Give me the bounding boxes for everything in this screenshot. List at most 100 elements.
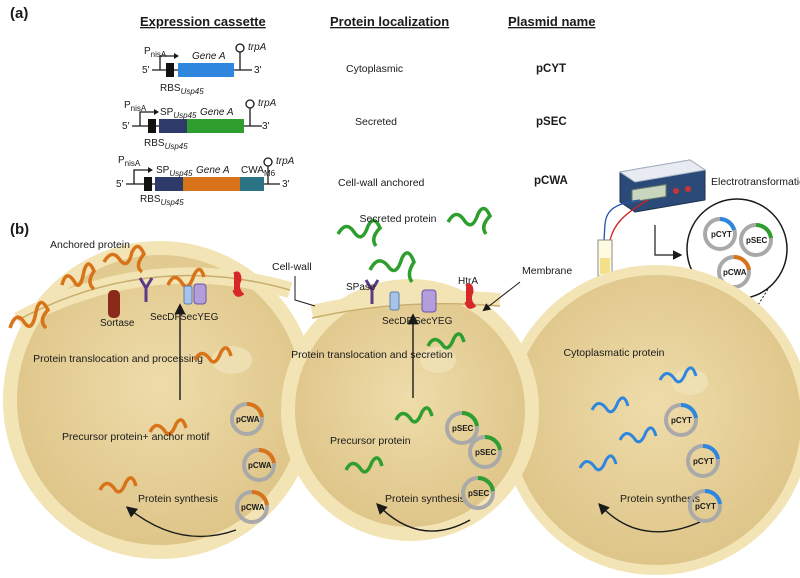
secreted-protein-squiggle xyxy=(368,251,416,284)
plasmid-name-pcyt: pCYT xyxy=(536,63,566,75)
plasmid-name-psec: pSEC xyxy=(536,116,567,128)
htra-icon xyxy=(232,271,245,297)
secyeg-icon xyxy=(193,283,207,305)
header-plasmid-name: Plasmid name xyxy=(508,14,595,29)
secyeg-label: SecYEG xyxy=(180,312,219,323)
five-prime-label: 5' xyxy=(142,65,150,76)
gene-a-green xyxy=(187,119,244,133)
electrode-wire xyxy=(603,199,641,241)
htra-icon xyxy=(464,283,477,309)
protein-squiggle xyxy=(344,456,384,474)
header-protein-localization: Protein localization xyxy=(330,14,449,29)
membrane-label: Membrane xyxy=(522,265,572,277)
terminator-icon xyxy=(263,157,273,167)
cell-wall-band-secreted xyxy=(310,290,501,319)
plasmid-pcyt-inset: pCYT xyxy=(703,217,737,251)
translocation-secretion-label: Protein translocation and secretion xyxy=(291,349,453,361)
membrane-line-anchored xyxy=(17,274,291,321)
electrode-wire xyxy=(609,199,649,241)
sp-label: SPUsp45 xyxy=(160,107,197,120)
rbs-block xyxy=(144,177,152,191)
membrane-line-secreted xyxy=(311,302,501,319)
synthesis-arrow xyxy=(376,502,471,532)
secreted-protein-label: Secreted protein xyxy=(359,213,436,225)
secyeg-icon xyxy=(183,285,193,305)
anchored-protein-squiggle xyxy=(60,262,96,291)
gene-a-orange xyxy=(183,177,240,191)
membrane-pointer xyxy=(482,281,521,312)
secdf-icon xyxy=(138,277,154,302)
cassette-cytoplasmic: PnisA 5' Gene A trpA 3' RBSUsp45 xyxy=(142,42,267,96)
five-prime-label: 5' xyxy=(122,121,130,132)
promoter-arrow xyxy=(133,169,150,184)
svg-text:pCWA: pCWA xyxy=(241,503,265,512)
secyeg-label-2: SecYEG xyxy=(414,316,453,327)
precursor-protein-label: Precursor protein xyxy=(330,435,411,447)
cytoplasmic-protein-squiggle xyxy=(578,454,618,472)
protein-squiggle xyxy=(193,346,233,364)
cytoplasmic-protein-squiggle xyxy=(618,426,658,444)
localization-cell-wall-anchored: Cell-wall anchored xyxy=(338,177,425,189)
cytoplasmic-protein-squiggle xyxy=(658,366,698,384)
five-prime-label: 5' xyxy=(116,179,124,190)
rbs-label: RBSUsp45 xyxy=(140,194,184,207)
terminator-label: trpA xyxy=(258,98,277,109)
plasmid-psec-inset: pSEC xyxy=(739,222,773,257)
cytoplasmatic-protein-label: Cytoplasmatic protein xyxy=(564,347,665,359)
gene-a-label: Gene A xyxy=(192,51,226,62)
svg-text:pCWA: pCWA xyxy=(236,415,260,424)
anchored-protein-label: Anchored protein xyxy=(50,239,130,251)
promoter-arrow xyxy=(139,111,156,126)
secdf-label-2: SecDF xyxy=(382,316,413,327)
plasmid-psec: pSEC xyxy=(461,475,495,510)
secdf-icon xyxy=(389,291,400,311)
protein-squiggle xyxy=(98,476,138,494)
cell-wall-label: Cell-wall xyxy=(272,261,312,273)
anchored-protein-squiggle xyxy=(8,300,51,330)
plasmid-pcwa: pCWA xyxy=(235,489,269,524)
promoter-arrowhead xyxy=(154,109,159,115)
svg-text:pSEC: pSEC xyxy=(468,489,490,498)
terminator-label: trpA xyxy=(248,42,267,53)
plasmid-pcwa: pCWA xyxy=(230,401,264,436)
spase-label: SPase xyxy=(346,282,376,293)
protein-squiggle xyxy=(148,418,188,436)
sortase-icon xyxy=(108,290,120,318)
cassette-cell-wall-anchored: PnisA 5' SPUsp45 Gene A CWAM6 trpA 3' RB… xyxy=(116,155,295,207)
plasmid-name-pcwa: pCWA xyxy=(534,175,568,187)
terminator-icon xyxy=(235,43,245,53)
synthesis-arrow xyxy=(598,502,701,533)
gene-a-label: Gene A xyxy=(196,165,230,176)
plasmid-pcwa: pCWA xyxy=(242,447,276,482)
cell-secreted xyxy=(281,279,539,541)
cell-cytoplasmic xyxy=(501,265,800,575)
precursor-anchor-label: Precursor protein+ anchor motif xyxy=(62,431,209,443)
signal-peptide-block xyxy=(159,119,187,133)
promoter-arrowhead xyxy=(148,167,153,173)
svg-text:pSEC: pSEC xyxy=(475,448,497,457)
electroporator-knob xyxy=(673,188,679,194)
cell-wall-pointer xyxy=(294,276,316,307)
panel-a-label: (a) xyxy=(10,5,28,22)
electroporator-display xyxy=(631,183,667,203)
rbs-label: RBSUsp45 xyxy=(144,138,188,151)
plasmid-psec: pSEC xyxy=(468,434,502,469)
signal-peptide-block xyxy=(155,177,183,191)
svg-text:pCWA: pCWA xyxy=(248,461,272,470)
cytoplasmic-protein-squiggle xyxy=(590,396,630,414)
htra-label: HtrA xyxy=(458,276,478,287)
plasmid-pcyt: pCYT xyxy=(688,488,722,523)
gene-a-label: Gene A xyxy=(200,107,234,118)
secdf-label: SecDF xyxy=(150,312,181,323)
nucleoid xyxy=(672,369,708,395)
plasmid-pcyt: pCYT xyxy=(686,443,720,478)
protein-synthesis-label-3: Protein synthesis xyxy=(620,493,700,505)
protein-synthesis-label-2: Protein synthesis xyxy=(385,493,465,505)
three-prime-label: 3' xyxy=(282,179,290,190)
protein-squiggle xyxy=(426,332,466,350)
cwa-block xyxy=(240,177,264,191)
protein-squiggle xyxy=(394,406,434,424)
synthesis-arrow xyxy=(125,506,237,538)
localization-secreted: Secreted xyxy=(355,116,397,128)
